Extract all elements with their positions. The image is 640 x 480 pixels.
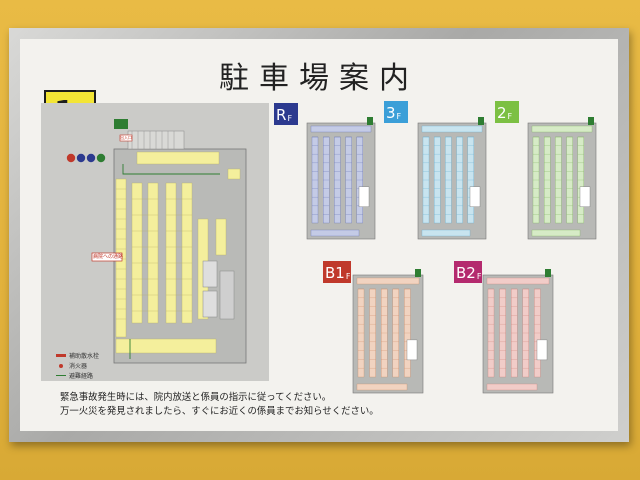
floor-tag-b1f: B1 F [323,261,351,283]
legend-label-evacuation: 避難経路 [69,373,94,380]
legend-item-extinguisher: 消火器 [56,361,87,370]
floor-tag-3f-suffix: F [396,112,402,121]
extinguisher-icon [59,363,63,368]
legend-label-hydrant: 補助散水栓 [69,353,100,360]
floor-tag-rf-number: R [276,106,287,124]
floor-map-rf [306,117,376,240]
floor-map-3f [417,117,487,240]
floor-tag-b1f-number: B1 [325,264,345,282]
floor-map-1f [41,103,269,381]
sign-title: 駐車場案内 [219,61,419,96]
floor-tag-2f-suffix: F [507,112,513,121]
hospital-corridor-label: 病院への通路 [93,254,124,260]
floor-tag-b2f-suffix: F [476,272,482,281]
legend-label-extinguisher: 消火器 [69,363,88,370]
legend-item-hydrant: 補助散水栓 [56,351,99,360]
floor-tag-b2f-number: B2 [456,264,476,282]
floor-tag-b2f: B2 F [454,261,482,283]
entrance-label: 出入口 [120,135,132,140]
floor-tag-3f: 3 F [384,101,408,123]
floor-map-b1f [352,269,424,394]
floor-tag-3f-number: 3 [386,104,396,122]
floor-map-2f [527,117,597,240]
hydrant-icon [56,354,66,357]
evacuation-arrow-icon [56,374,66,377]
floor-tag-2f-number: 2 [497,104,507,122]
floor-map-b2f [482,269,554,394]
floor-tag-rf-suffix: F [287,114,293,123]
floor-tag-rf: R F [274,103,298,125]
legend-item-evacuation: 避難経路 [56,371,93,380]
floor-tag-2f: 2 F [495,101,519,123]
small-floor-maps [306,117,597,394]
notice-line-1: 緊急事故発生時には、院内放送と係員の指示に従ってください。 [60,392,332,403]
floor-tag-b1f-suffix: F [345,272,351,281]
notice-line-2: 万一火災を発見されましたら、すぐにお近くの係員までお知らせください。 [60,406,379,417]
parking-guide-panel: 駐車場案内 1 F [20,39,618,431]
